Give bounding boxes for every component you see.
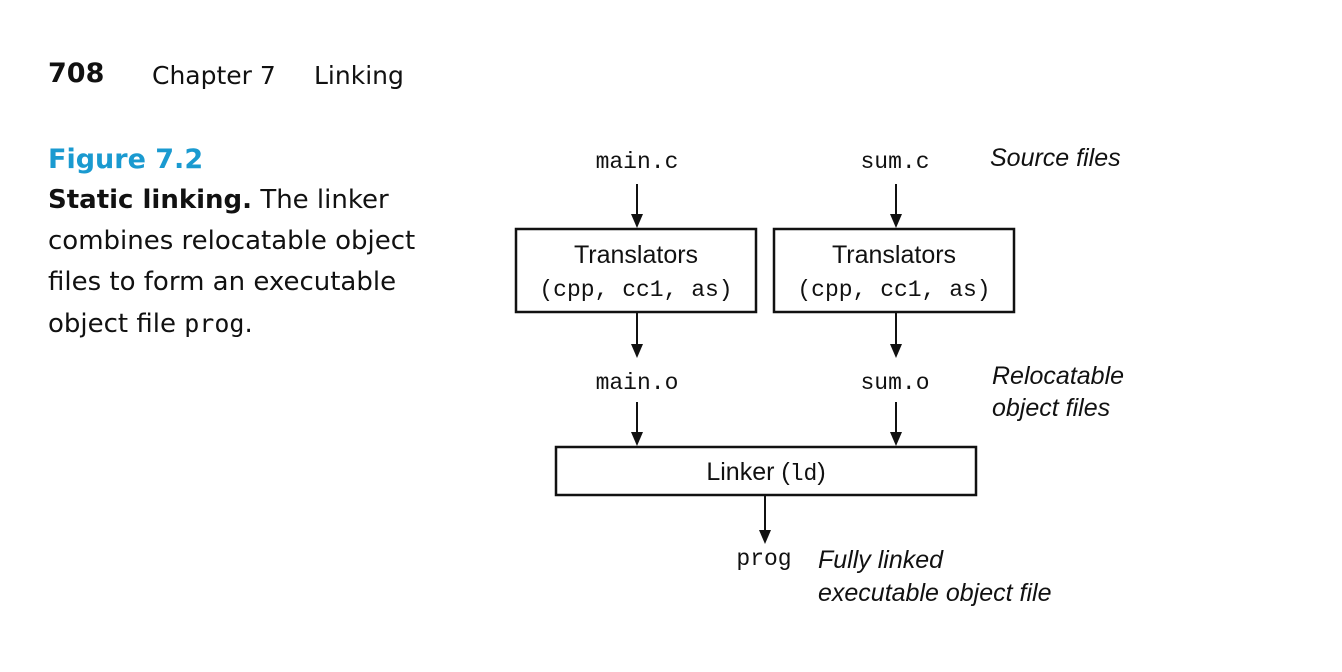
source-files-label: Source files bbox=[990, 144, 1121, 172]
figure-caption: Figure 7.2 Static linking. The linker co… bbox=[48, 140, 428, 345]
object-file-sum-o: sum.o bbox=[860, 370, 929, 396]
object-file-main-o: main.o bbox=[596, 370, 679, 396]
arrowhead-sum-o-to-linker bbox=[890, 432, 902, 446]
output-file-prog: prog bbox=[736, 546, 791, 572]
caption-bold-lead: Static linking. bbox=[48, 185, 253, 215]
arrowhead-translator-to-main-o bbox=[631, 344, 643, 358]
translator-title-main: Translators bbox=[574, 241, 698, 269]
output-label-line1: Fully linked bbox=[818, 546, 944, 574]
page-number: 708 bbox=[48, 58, 105, 89]
linker-label: Linker (ld) bbox=[706, 458, 825, 487]
chapter-label: Chapter 7 bbox=[152, 61, 276, 90]
relocatable-label-line1: Relocatable bbox=[992, 362, 1124, 390]
source-file-sum-c: sum.c bbox=[860, 149, 929, 175]
output-label-line2: executable object file bbox=[818, 579, 1051, 607]
linker-label-code: ld bbox=[790, 461, 818, 487]
caption-end-punct: . bbox=[244, 309, 253, 339]
linker-label-text: Linker ( bbox=[706, 458, 790, 486]
arrowhead-main-c-to-translator bbox=[631, 214, 643, 228]
chapter-title: Linking bbox=[314, 61, 404, 90]
figure-label: Figure 7.2 bbox=[48, 144, 204, 175]
relocatable-label-line2: object files bbox=[992, 394, 1110, 422]
caption-text: Static linking. The linker combines relo… bbox=[48, 180, 428, 345]
arrowhead-main-o-to-linker bbox=[631, 432, 643, 446]
translator-title-sum: Translators bbox=[832, 241, 956, 269]
translator-box-sum bbox=[772, 227, 1016, 314]
arrowhead-linker-to-prog bbox=[759, 530, 771, 544]
linker-label-close: ) bbox=[817, 458, 825, 486]
arrowhead-sum-c-to-translator bbox=[890, 214, 902, 228]
linker-box bbox=[554, 445, 978, 497]
caption-body: The linker combines relocatable object f… bbox=[48, 185, 416, 339]
translator-tools-sum: (cpp, cc1, as) bbox=[797, 277, 990, 303]
source-file-main-c: main.c bbox=[596, 149, 679, 175]
arrowhead-translator-to-sum-o bbox=[890, 344, 902, 358]
caption-code-term: prog bbox=[184, 309, 245, 338]
translator-tools-main: (cpp, cc1, as) bbox=[539, 277, 732, 303]
